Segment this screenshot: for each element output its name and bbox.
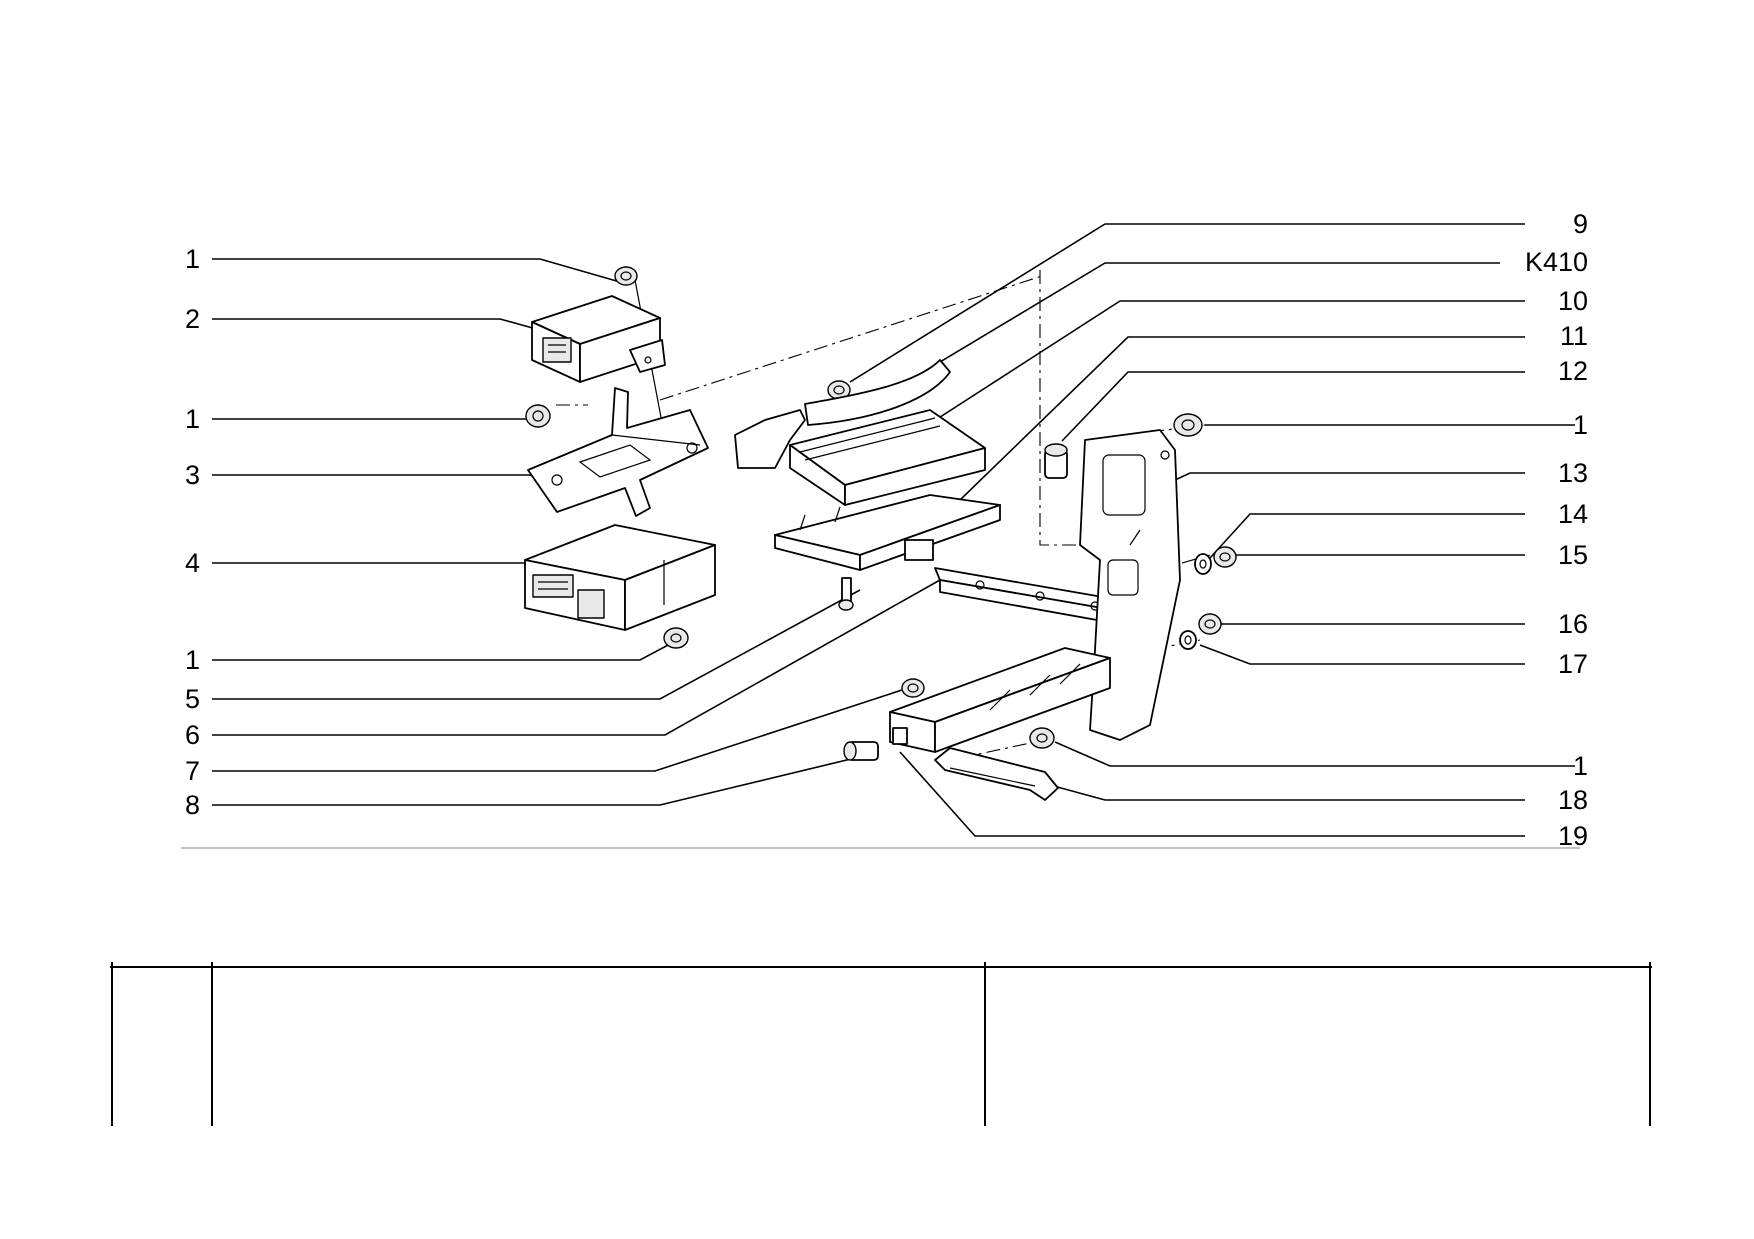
ecu-assembly [734,359,986,506]
callout-7-nut: 7 [185,756,200,786]
callout-17-washer: 17 [1558,649,1588,679]
callout-19-bracket: 19 [1558,821,1588,851]
callout-18-strap: 18 [1558,785,1588,815]
bracket-plate [527,387,709,517]
callout-1-nut-top: 1 [185,244,200,274]
callout-1-nut-right: 1 [1573,410,1588,440]
nut-top-icon [614,266,638,286]
control-unit-lower [524,524,716,631]
callout-2-control-unit: 2 [185,304,200,334]
callout-9-nut: 9 [1573,209,1588,239]
callout-16-nut: 16 [1558,609,1588,639]
strap-part [934,747,1059,801]
callout-8-spacer: 8 [185,790,200,820]
bolt-part [838,577,854,611]
control-unit-upper [531,295,666,383]
callout-12-bushing: 12 [1558,356,1588,386]
lower-bracket [889,647,1111,753]
callout-1-nut-mid: 1 [185,404,200,434]
callout-k410-ecu: K410 [1525,247,1588,277]
nut-15-icon [1213,546,1237,568]
ecu-tray [774,494,1001,571]
nut-parts [525,266,1237,749]
callout-15-nut: 15 [1558,540,1588,570]
callout-5-bolt: 5 [185,684,200,714]
washer-17-icon [1179,630,1197,650]
callout-13-support-plate: 13 [1558,458,1588,488]
callout-11-mount-plate: 11 [1560,321,1588,351]
nut-right-icon [1173,413,1203,437]
callout-4-control-unit: 4 [185,548,200,578]
nut-bottom-icon [1029,727,1055,749]
spacer-part [843,741,879,761]
right-leader-lines [849,223,1575,837]
nut-low-icon [663,627,689,649]
callout-3-bracket: 3 [185,460,200,490]
mounting-rail [934,567,1126,626]
nut-mid-icon [525,404,551,428]
nut-7-icon [901,678,925,698]
washer-14-icon [1194,553,1212,575]
bushing-part [1044,443,1068,479]
callout-10-cover: 10 [1558,286,1588,316]
callout-1-nut-bottom: 1 [1573,751,1588,781]
nut-16-icon [1198,613,1222,635]
left-callout-column: 1 2 1 3 4 1 5 6 7 8 [185,244,200,820]
callout-14-washer: 14 [1558,499,1588,529]
callout-6-rail: 6 [185,720,200,750]
parts-table-frame [110,962,1652,1126]
right-callout-column: 9 K410 10 11 12 1 13 14 15 16 17 1 18 19 [1525,209,1588,851]
callout-1-nut-low: 1 [185,645,200,675]
nut-9-icon [827,380,851,400]
